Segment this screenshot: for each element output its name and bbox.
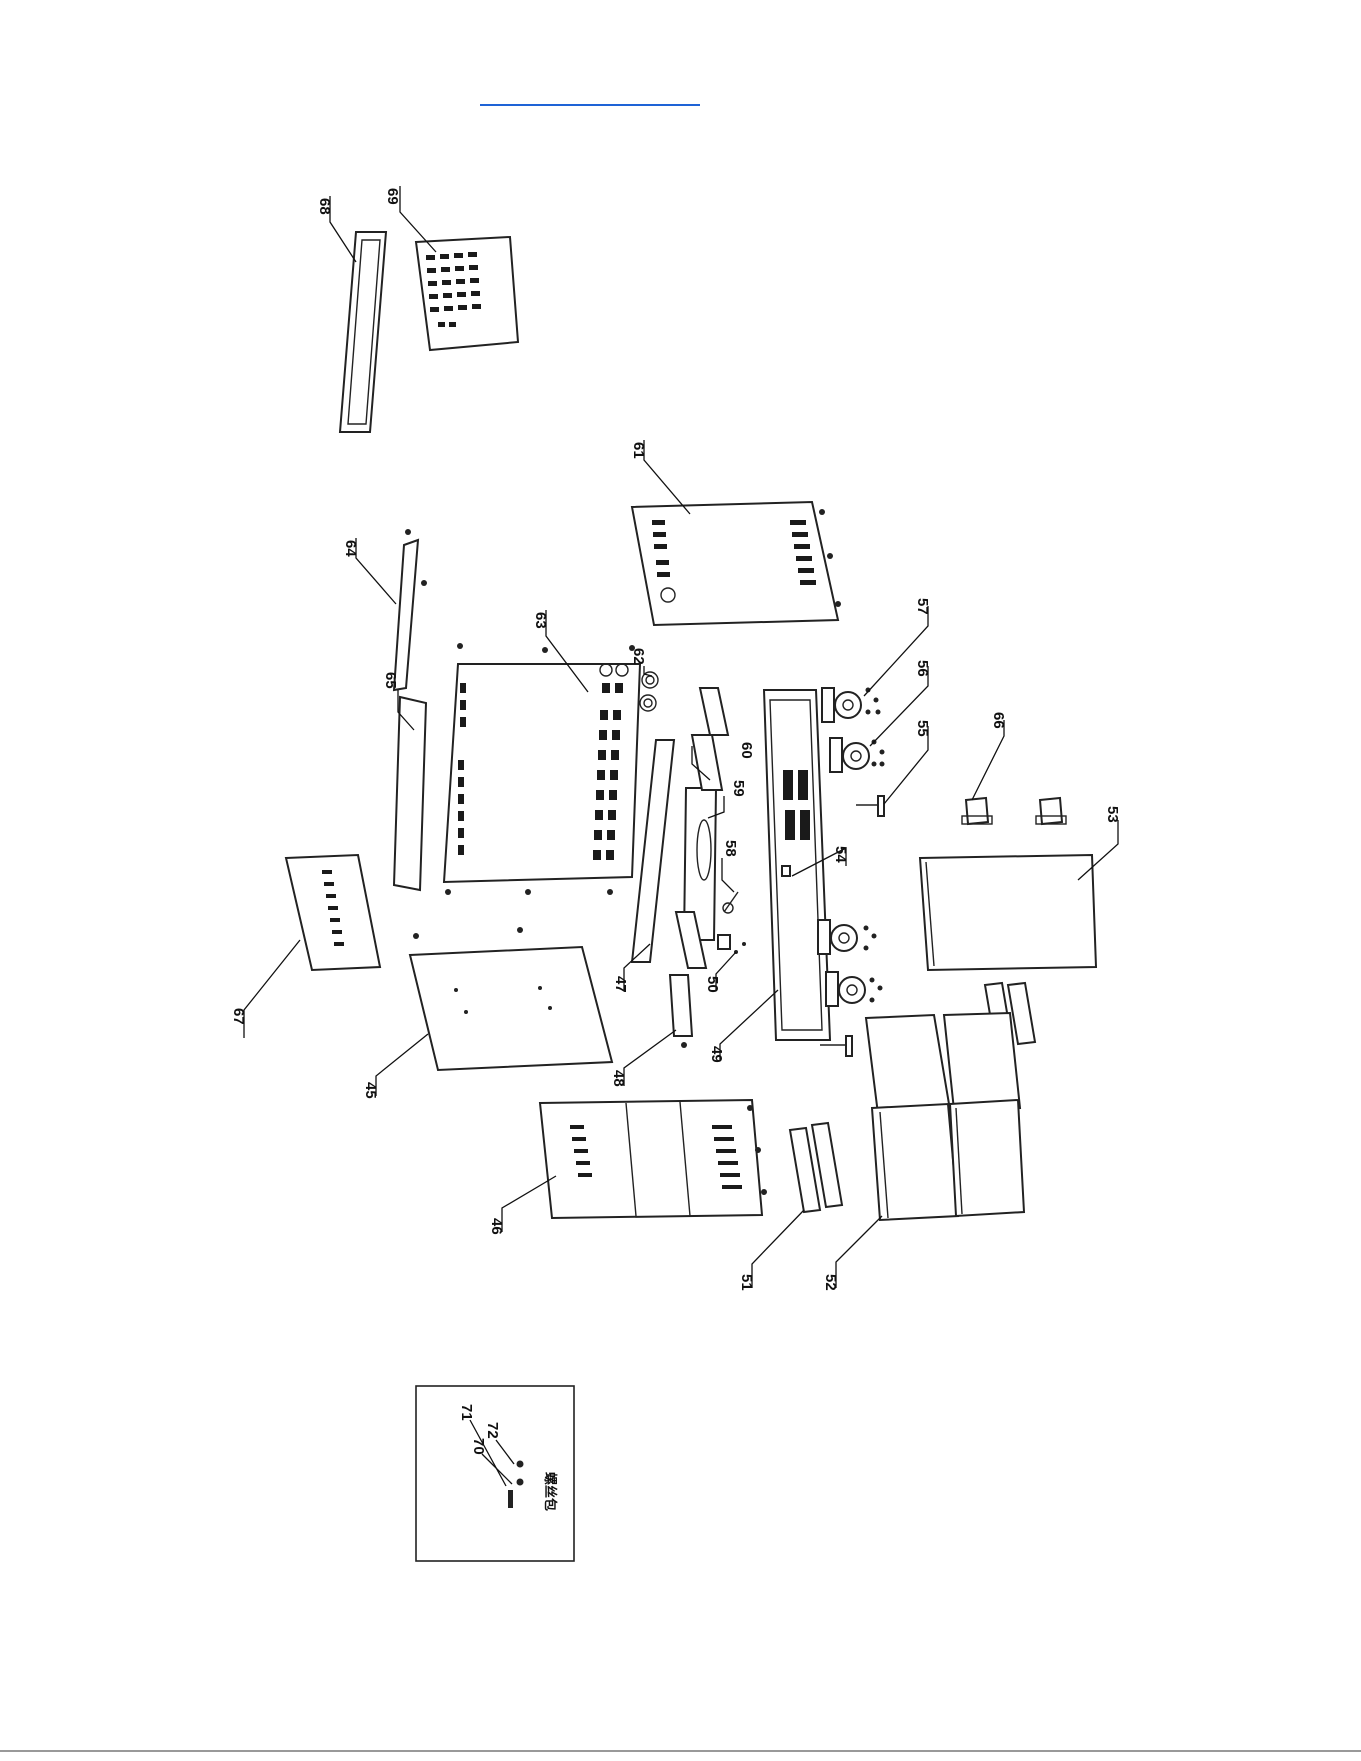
label-66: 66 — [990, 712, 1007, 729]
part-49-base-plate — [764, 690, 830, 1040]
part-caster-front-2 — [826, 972, 883, 1006]
label-48: 48 — [610, 1070, 627, 1087]
label-53: 53 — [1104, 806, 1121, 823]
part-46-front-frame — [540, 1100, 767, 1218]
part-47-strip — [632, 740, 674, 962]
part-53-door — [920, 855, 1096, 970]
label-61: 61 — [630, 442, 647, 459]
part-57-caster — [822, 688, 881, 723]
label-71: 71 — [458, 1404, 475, 1421]
part-56-caster — [830, 738, 885, 772]
part-45-side-panel — [410, 927, 612, 1070]
part-62-grommets — [640, 672, 658, 711]
part-69-vented-panel — [416, 237, 518, 350]
label-47: 47 — [612, 976, 629, 993]
label-45: 45 — [362, 1082, 379, 1099]
label-72: 72 — [484, 1422, 501, 1439]
label-70: 70 — [470, 1438, 487, 1455]
part-66-hinges — [962, 798, 1066, 824]
part-caster-front-1 — [818, 920, 877, 954]
label-50: 50 — [704, 976, 721, 993]
label-58: 58 — [722, 840, 739, 857]
label-55: 55 — [914, 720, 931, 737]
part-55-leveling-foot — [856, 796, 884, 816]
label-67: 67 — [230, 1008, 247, 1025]
part-52-drawers — [866, 1013, 1024, 1220]
part-48-bracket — [670, 975, 692, 1048]
part-60-bracket — [692, 688, 728, 790]
part-58-valve — [723, 892, 738, 913]
part-61-side-panel — [632, 502, 841, 625]
label-52: 52 — [822, 1274, 839, 1291]
part-68-top-bar — [340, 232, 386, 432]
label-62: 62 — [630, 648, 647, 665]
label-54: 54 — [832, 846, 849, 863]
part-67-control-panel — [286, 855, 380, 970]
label-56: 56 — [914, 660, 931, 677]
part-64-plate — [394, 529, 427, 690]
label-65: 65 — [382, 672, 399, 689]
label-49: 49 — [708, 1046, 725, 1063]
part-50-switch — [718, 935, 746, 954]
part-51-drawer-slides — [790, 1123, 842, 1212]
label-57: 57 — [914, 598, 931, 615]
screw-pack-caption: 螺丝包 — [542, 1472, 558, 1511]
label-59: 59 — [730, 780, 747, 797]
label-46: 46 — [488, 1218, 505, 1235]
label-69: 69 — [384, 188, 401, 205]
label-60: 60 — [738, 742, 755, 759]
part-63-rear-panel — [444, 643, 640, 895]
label-63: 63 — [532, 612, 549, 629]
label-68: 68 — [316, 198, 333, 215]
label-64: 64 — [342, 540, 359, 557]
label-51: 51 — [738, 1274, 755, 1291]
